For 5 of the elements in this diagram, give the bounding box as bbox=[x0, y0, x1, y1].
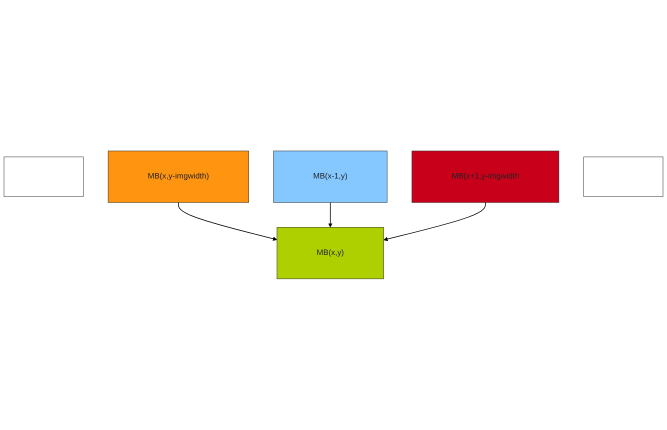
arrow bbox=[328, 202, 332, 228]
node-box bbox=[583, 156, 664, 197]
arrow bbox=[178, 202, 278, 241]
arrow bbox=[383, 202, 486, 242]
node-box bbox=[4, 156, 84, 197]
